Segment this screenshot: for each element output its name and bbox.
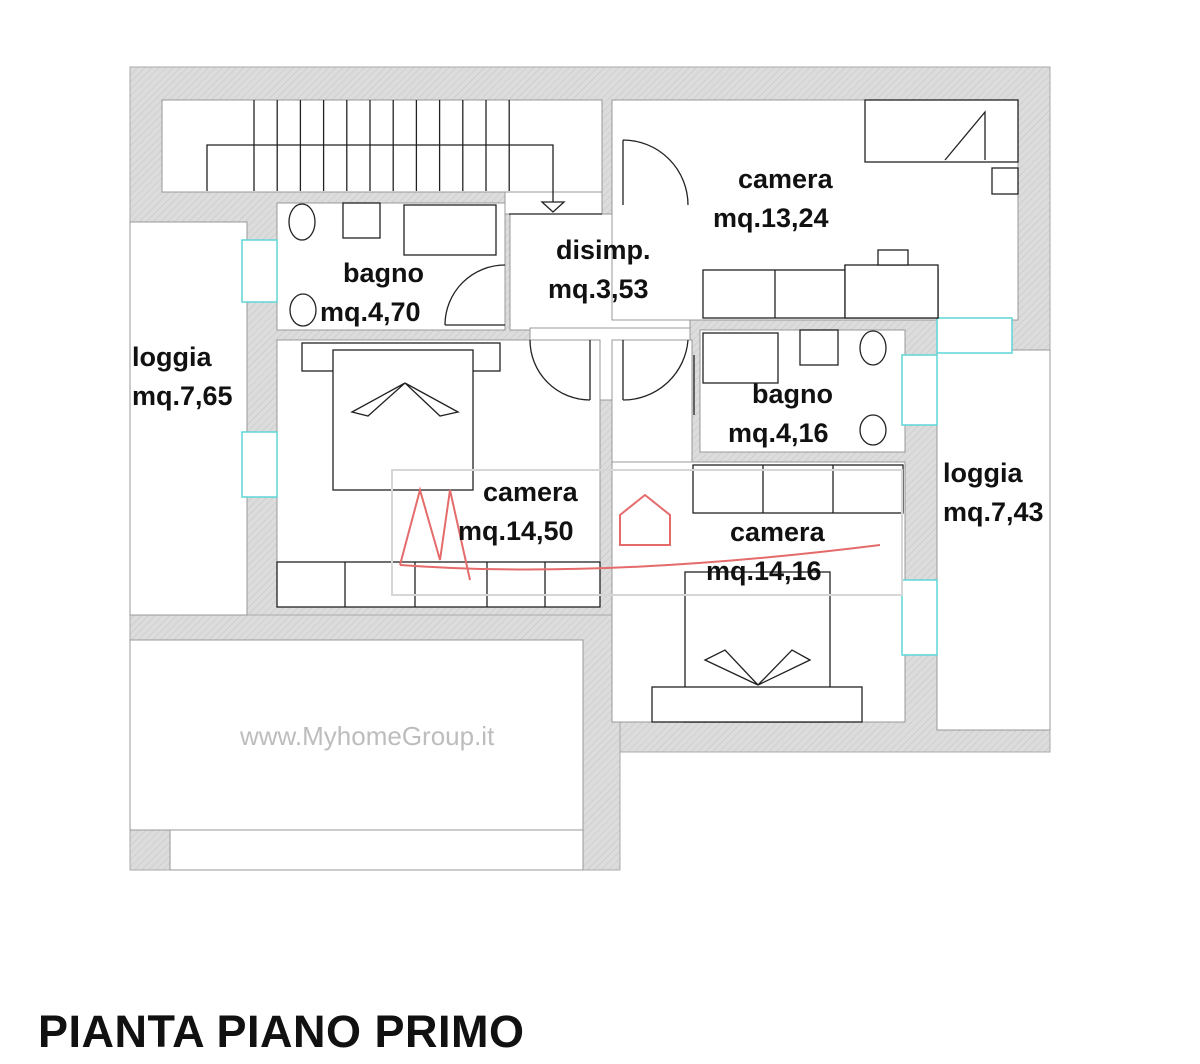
windows (241, 239, 1013, 656)
room-area: mq.14,50 (458, 516, 574, 546)
watermark-text: www.MyhomeGroup.it (239, 721, 495, 751)
room-name: disimp. (556, 235, 651, 265)
watermark (391, 469, 903, 596)
room-area: mq.4,70 (320, 297, 421, 327)
room-name: camera (738, 164, 834, 194)
room-name: loggia (943, 458, 1023, 488)
room-area: mq.3,53 (548, 274, 649, 304)
room-name: camera (483, 477, 579, 507)
doors (444, 139, 695, 415)
room-area: mq.13,24 (713, 203, 829, 233)
furniture (276, 99, 1019, 723)
room-area: mq.7,43 (943, 497, 1044, 527)
staircase (206, 100, 602, 215)
room-area: mq.4,16 (728, 418, 829, 448)
room-name: loggia (132, 342, 212, 372)
room-area: mq.7,65 (132, 381, 233, 411)
room-area: mq.14,16 (706, 556, 822, 586)
room-name: camera (730, 517, 826, 547)
room-name: bagno (343, 258, 424, 288)
room-name: bagno (752, 379, 833, 409)
plan-title: PIANTA PIANO PRIMO (38, 1006, 525, 1057)
room-labels: camera mq.13,24 disimp. mq.3,53 bagno mq… (132, 164, 1044, 586)
